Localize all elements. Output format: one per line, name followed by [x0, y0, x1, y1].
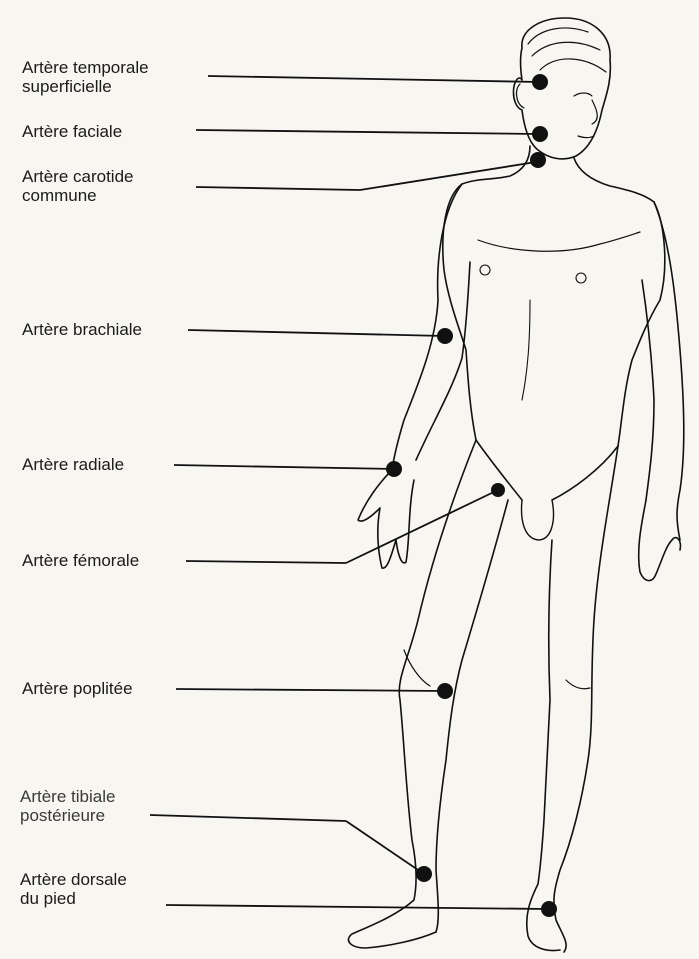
mouth: [578, 136, 594, 138]
pulse-dot-femoral: [491, 483, 505, 497]
leg-left-outer: [554, 446, 618, 952]
torso-left: [443, 184, 476, 440]
pulse-dot-facial: [532, 126, 548, 142]
leader-radial: [174, 465, 394, 469]
arm-left-outer: [654, 202, 684, 540]
pulse-dot-radial: [386, 461, 402, 477]
hair-strands: [528, 28, 606, 72]
leader-carotid: [196, 187, 360, 190]
leader-brachial: [188, 330, 444, 336]
abdomen-line: [522, 300, 530, 400]
knee-left: [566, 680, 590, 689]
nipple-left: [480, 265, 490, 275]
leg-right-outer: [348, 440, 476, 948]
ear: [517, 84, 524, 108]
hand-left: [639, 500, 681, 581]
leader-femoral: [186, 561, 346, 563]
leader-temporal: [208, 76, 540, 82]
leader-tibial-diag: [346, 821, 424, 874]
leg-right-inner: [436, 500, 508, 932]
leader-tibial: [150, 815, 346, 821]
pulse-dot-dorsalis: [541, 901, 557, 917]
leader-dorsalis: [166, 905, 548, 909]
leader-popliteal: [176, 689, 444, 691]
arm-right-inner: [416, 262, 470, 460]
nose: [592, 100, 597, 124]
leader-facial: [196, 130, 538, 134]
pulse-dot-tibial: [416, 866, 432, 882]
pulse-dot-popliteal: [437, 683, 453, 699]
arm-right-outer: [392, 184, 462, 470]
leader-femoral-diag: [346, 490, 498, 563]
torso-right: [618, 202, 665, 446]
chest-line: [478, 232, 640, 251]
pulse-dot-temporal: [532, 74, 548, 90]
nipple-right: [576, 273, 586, 283]
pulse-dot-brachial: [437, 328, 453, 344]
neck-right: [574, 158, 654, 202]
groin-shape: [522, 500, 554, 540]
pulse-dot-carotid: [530, 152, 546, 168]
head-outline: [513, 18, 610, 159]
eye: [574, 93, 592, 96]
leader-lines: [150, 76, 548, 909]
pelvis-right: [552, 446, 618, 500]
